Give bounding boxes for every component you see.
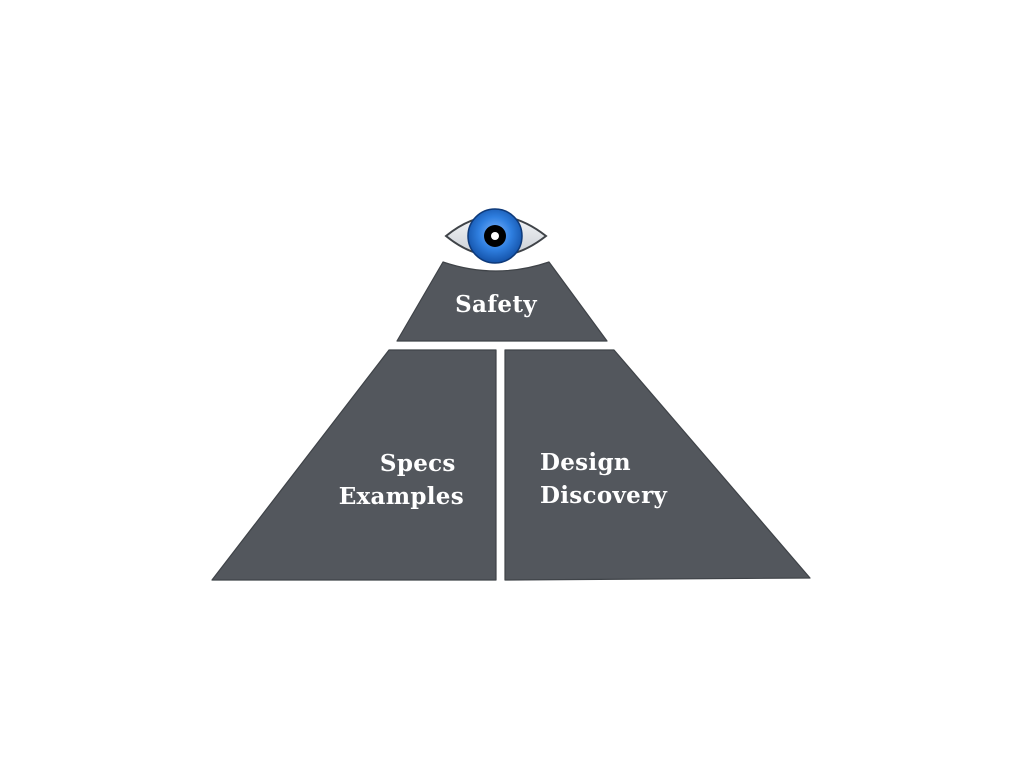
label-design: Design — [540, 449, 631, 476]
eye-icon — [444, 208, 548, 264]
label-examples: Examples — [339, 483, 464, 510]
top-segment: Safety — [396, 261, 608, 342]
left-segment: Specs Examples — [211, 349, 497, 581]
label-discovery: Discovery — [540, 482, 667, 509]
top-segment-label: Safety — [455, 291, 537, 318]
label-safety: Safety — [455, 291, 537, 318]
right-segment-label: Design Discovery — [540, 449, 667, 509]
left-segment-label: Specs Examples — [339, 450, 464, 510]
label-specs: Specs — [380, 450, 456, 477]
right-segment: Design Discovery — [504, 349, 811, 581]
